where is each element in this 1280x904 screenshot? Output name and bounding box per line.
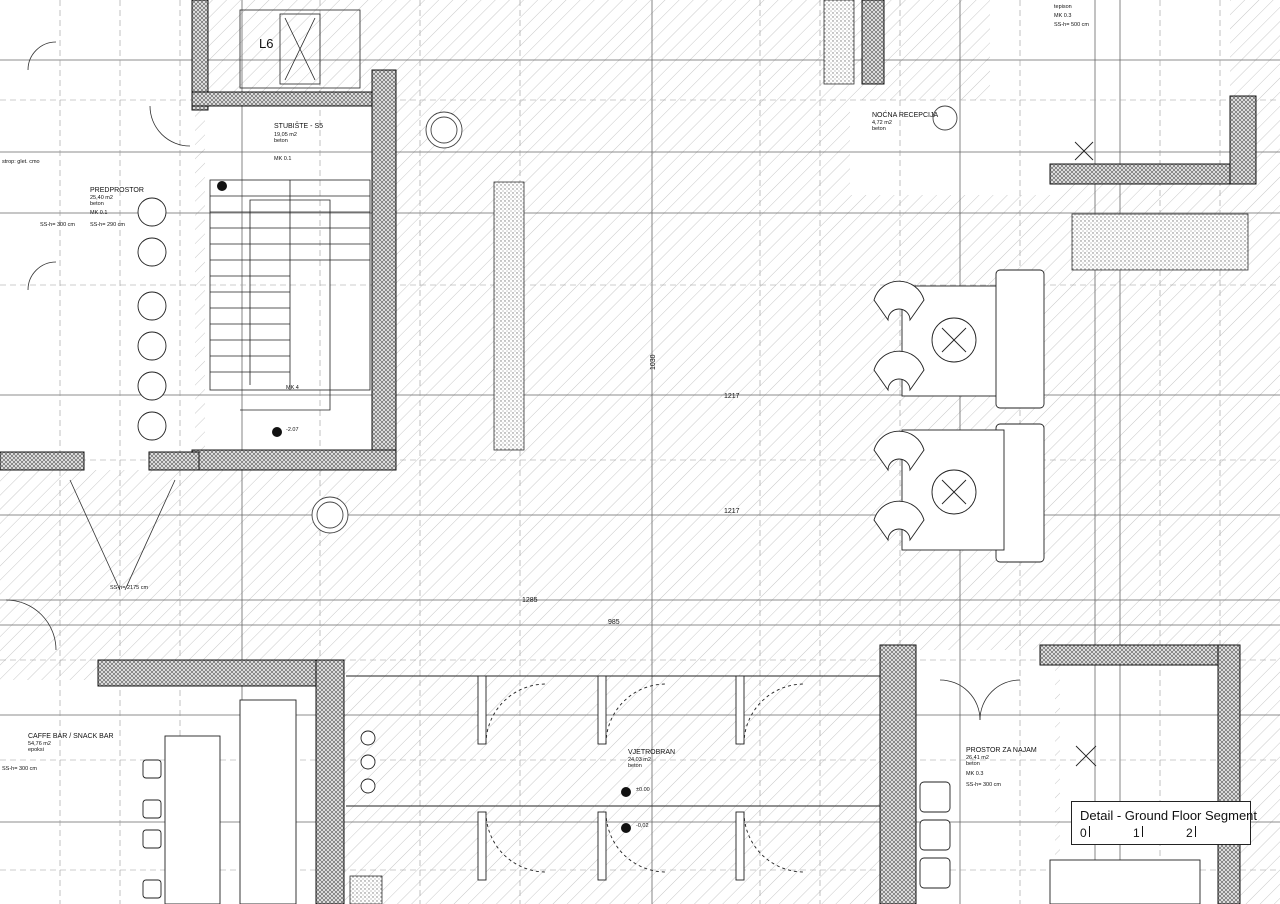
room-caffe-floor: epoksi [28,747,44,753]
room-vjetrobran-area: 24,03 m2 [628,757,651,763]
dim-1285: 1285 [522,597,538,604]
mid-ss: SS-h= 2175 cm [110,585,148,591]
chairs-right [919,781,1201,904]
staircase [209,179,371,411]
dim-1217: 1217 [724,393,740,400]
dim-1030: 1030 [650,354,657,370]
vestibule-doors [346,675,880,881]
dim-985: 985 [608,619,620,626]
drawing-labels: L6 PREDPROSTOR 25,40 m2 beton MK 0.1 SS-… [2,4,1089,829]
elevator-l6 [239,9,361,89]
stair-mk: MK 4 [286,385,299,391]
caffe-bar-fixtures [142,699,297,904]
scale-2: 2 [1186,826,1193,840]
scale-tick-1 [1142,826,1143,837]
room-najam-floor: beton [966,761,980,767]
planter-top [823,0,855,85]
planter-bottom [349,875,383,904]
room-top-mk: MK 0.3 [1054,13,1071,19]
dim-1217-b: 1217 [724,508,740,515]
room-predprostor-mk: MK 0.1 [90,210,107,216]
scale-tick-0 [1089,826,1090,837]
level-zero: ±0.00 [636,787,650,793]
level-minus-2: -2.07 [286,427,299,433]
room-caffe-ss: SS-h= 300 cm [2,766,37,772]
room-stubiste-name: STUBIŠTE - S5 [274,121,323,130]
column-planter [493,181,525,451]
room-najam-ss: SS-h= 300 cm [966,782,1001,788]
door-swings [5,41,1021,721]
room-nocna-area: 4,72 m2 [872,120,892,126]
elevator-label: L6 [259,36,273,51]
room-najam-mk: MK 0.3 [966,771,983,777]
level-minus: -0,02 [636,823,649,829]
room-nocna-floor: beton [872,126,886,132]
scale-1: 1 [1133,826,1140,840]
bar-stools [137,197,167,441]
room-predprostor-floor: beton [90,201,104,207]
corridor-ss: SS-h= 300 cm [40,222,75,228]
room-najam-name: PROSTOR ZA NAJAM [966,747,1037,754]
room-stubiste-floor: beton [274,138,288,144]
room-predprostor-ss: SS-h= 290 cm [90,222,125,228]
scale-tick-2 [1195,826,1196,837]
room-vjetrobran-name: VJETROBRAN [628,749,675,756]
scale-bar: 0 1 2 [1078,826,1202,840]
planter-right [1071,213,1249,271]
potted-plants [311,105,958,534]
room-top-floor: tepison [1054,4,1072,10]
table-crosses [941,141,1097,767]
room-stubiste-area: 19,05 m2 [274,132,297,138]
room-caffe-area: 54,76 m2 [28,741,51,747]
room-vjetrobran-floor: beton [628,763,642,769]
title-block-title: Detail - Ground Floor Segment [1080,808,1258,823]
room-caffe-name: CAFFE BAR / SNACK BAR [28,733,114,740]
ceiling-note: strop: glet. cmo [2,159,40,165]
room-predprostor-area: 25,40 m2 [90,195,113,201]
title-block: Detail - Ground Floor Segment 0 1 2 [1071,801,1257,845]
room-nocna-name: NOĆNA RECEPCIJA [872,110,938,119]
scale-0: 0 [1080,826,1087,840]
room-najam-area: 26,41 m2 [966,755,989,761]
room-predprostor-name: PREDPROSTOR [90,187,144,194]
level-markers [217,181,631,833]
room-top-ss: SS-h= 500 cm [1054,22,1089,28]
room-stubiste-mk: MK 0.1 [274,156,291,162]
